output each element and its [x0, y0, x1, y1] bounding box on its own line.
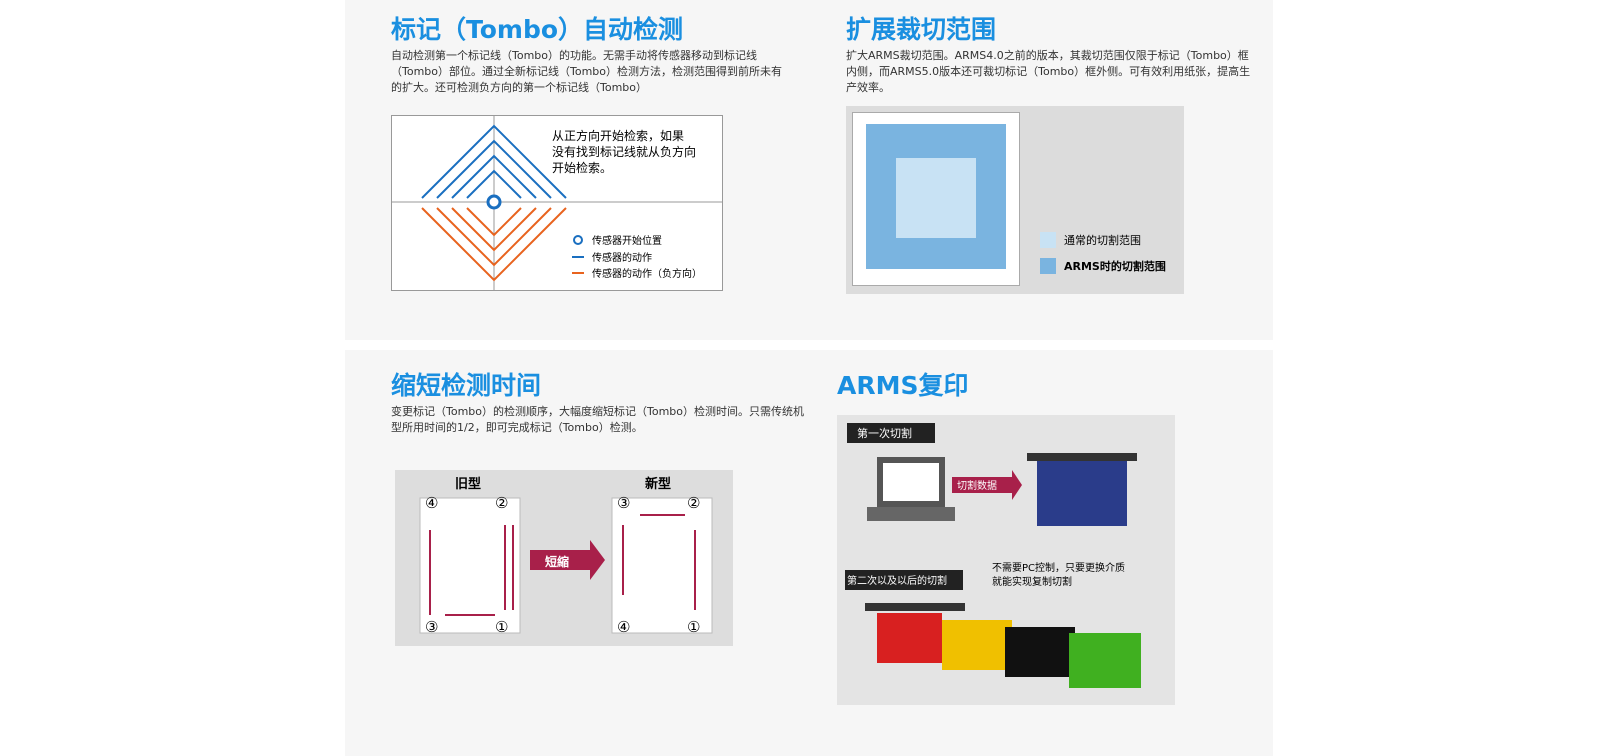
section-title: 标记（Tombo）自动检测	[391, 15, 684, 44]
cut-data-arrow: 切割数据	[957, 479, 997, 492]
mark-number: ①	[495, 618, 508, 636]
section-desc: 扩大ARMS裁切范围。ARMS4.0之前的版本，其裁切范围仅限于标记（Tombo…	[846, 49, 1251, 94]
start-position-icon	[573, 235, 583, 245]
first-cut-label: 第一次切割	[857, 426, 912, 440]
copy-section: ARMS复印	[837, 370, 968, 402]
legend-label: 传感器开始位置	[592, 234, 662, 247]
mark-number: ③	[425, 618, 438, 636]
note-line: 就能实现复制切割	[992, 575, 1072, 588]
section-title: 缩短检测时间	[391, 371, 542, 400]
second-cut-label: 第二次以及以后的切割	[847, 574, 947, 587]
time-diagram: 旧型 新型 短縮 ④ ② ③ ① ③ ② ④ ①	[395, 470, 733, 646]
legend-label: ARMS时的切割范围	[1064, 260, 1166, 273]
mark-number: ①	[687, 618, 700, 636]
section-title: ARMS复印	[837, 371, 969, 400]
note-line: 没有找到标记线就从负方向	[552, 144, 696, 159]
legend-label: 传感器的动作	[592, 251, 652, 264]
range-diagram: 通常的切割范围 ARMS时的切割范围	[846, 106, 1184, 294]
note-line: 不需要PC控制，只要更换介质	[992, 561, 1125, 574]
note-line: 从正方向开始检索，如果	[552, 128, 684, 143]
mark-number: ③	[617, 494, 630, 512]
tombo-diagram: 从正方向开始检索，如果 没有找到标记线就从负方向 开始检索。 传感器开始位置 传…	[391, 115, 723, 291]
old-label: 旧型	[455, 476, 481, 492]
note-line: 开始检索。	[552, 160, 612, 175]
section-desc: 变更标记（Tombo）的检测顺序，大幅度缩短标记（Tombo）检测时间。只需传统…	[391, 405, 805, 434]
mark-number: ②	[687, 494, 700, 512]
copy-diagram: 第一次切割 切割数据 第二次以及以后的切割 不需要PC控制，只要更换介质就能实现…	[837, 415, 1175, 705]
section-title: 扩展裁切范围	[846, 15, 997, 44]
mark-number: ④	[617, 618, 630, 636]
section-desc: 自动检测第一个标记线（Tombo）的功能。无需手动将传感器移动到标记线（Tomb…	[391, 49, 783, 94]
mark-number: ②	[495, 494, 508, 512]
legend-label: 传感器的动作（负方向）	[592, 267, 702, 280]
range-section: 扩展裁切范围 扩大ARMS裁切范围。ARMS4.0之前的版本，其裁切范围仅限于标…	[846, 14, 1256, 96]
shorten-arrow: 短縮	[545, 554, 569, 569]
legend-label: 通常的切割范围	[1064, 234, 1141, 247]
time-section: 缩短检测时间 变更标记（Tombo）的检测顺序，大幅度缩短标记（Tombo）检测…	[391, 370, 811, 436]
mark-number: ④	[425, 494, 438, 512]
new-label: 新型	[645, 476, 671, 492]
tombo-section: 标记（Tombo）自动检测 自动检测第一个标记线（Tombo）的功能。无需手动将…	[391, 14, 791, 96]
